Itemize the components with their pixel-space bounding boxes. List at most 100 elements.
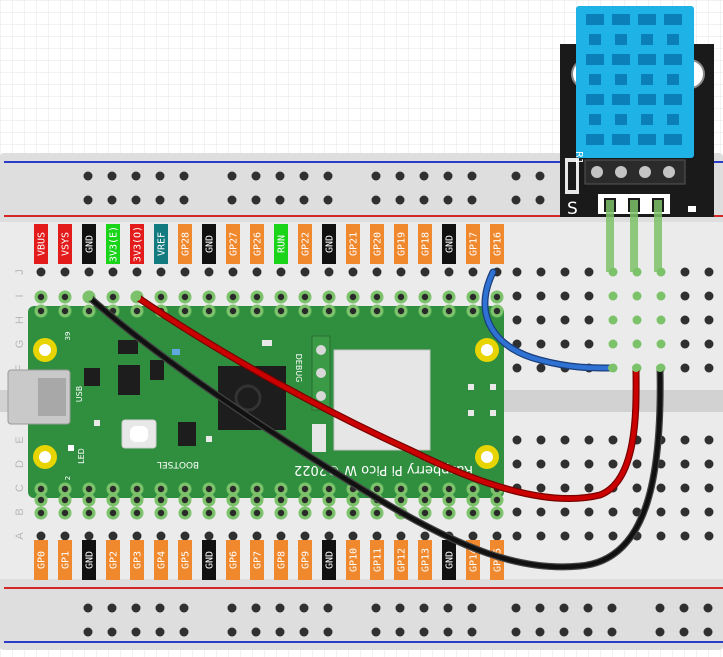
- pico-pin-pad: [154, 506, 168, 520]
- pico-pin-pad: [346, 493, 360, 507]
- pin-label-text: GP11: [373, 548, 384, 572]
- pico-pin-pad: [178, 506, 192, 520]
- sensor-resistor-inner: [568, 162, 576, 190]
- pin-label-text: GND: [445, 235, 456, 253]
- pin-label-bottom: GP10: [346, 540, 360, 580]
- terminal-hole: [536, 483, 546, 493]
- pin-label-bg: [58, 540, 72, 580]
- terminal-hole: [420, 267, 430, 277]
- rail-hole: [535, 195, 545, 205]
- rail-hole: [583, 627, 593, 637]
- terminal-hole: [60, 531, 70, 541]
- pico-pin-pad: [298, 304, 312, 318]
- pin-label-text: VBUS: [37, 232, 48, 256]
- pin-label-top: GND: [442, 224, 456, 264]
- grille-slot: [589, 114, 601, 125]
- pico-pin-pad: [106, 482, 120, 496]
- pico-pin-pad: [466, 290, 480, 304]
- wire-end: [656, 364, 664, 372]
- pico-pin-pad: [178, 304, 192, 318]
- pin-label-bg: [106, 224, 120, 264]
- pico-pin-pad: [106, 290, 120, 304]
- pin-label-bg: [322, 224, 336, 264]
- rail-hole: [227, 195, 237, 205]
- rail-hole: [535, 627, 545, 637]
- chip: [118, 340, 138, 354]
- pico-pin-pad: [58, 290, 72, 304]
- terminal-hole: [608, 507, 618, 517]
- debug-pin: [316, 345, 326, 355]
- pico-pin-pad: [490, 304, 504, 318]
- sensor-leg-vcc: [630, 200, 638, 272]
- terminal-hole: [228, 531, 238, 541]
- terminal-hole: [536, 435, 546, 445]
- grille-slot: [586, 134, 604, 145]
- grille-slot: [586, 14, 604, 25]
- terminal-hole: [132, 267, 142, 277]
- pin-label-bg: [154, 540, 168, 580]
- grille-slot: [667, 74, 679, 85]
- row-letter: C: [14, 484, 26, 492]
- pico-pin-pad: [178, 290, 192, 304]
- pico-pin-pad: [346, 290, 360, 304]
- sensor-pin-head: [591, 166, 603, 178]
- pin-label-bottom: GP9: [298, 540, 312, 580]
- pin-label-bottom: GP7: [250, 540, 264, 580]
- pico-pin-pad: [250, 506, 264, 520]
- grille-slot: [667, 114, 679, 125]
- wires: [85, 268, 664, 571]
- pico-pin-pad: [202, 482, 216, 496]
- terminal-hole: [536, 531, 546, 541]
- pin-label-top: GP22: [298, 224, 312, 264]
- terminal-hole: [512, 315, 522, 325]
- rail-hole: [323, 171, 333, 181]
- terminal-hole: [560, 267, 570, 277]
- rail-hole: [395, 603, 405, 613]
- rail-hole: [131, 171, 141, 181]
- pico-pin-pad: [418, 493, 432, 507]
- rail-hole: [559, 627, 569, 637]
- rail-hole: [131, 603, 141, 613]
- rail-hole: [395, 627, 405, 637]
- pin-label-top: GP27: [226, 224, 240, 264]
- terminal-hole: [372, 267, 382, 277]
- pin-label-top: GP26: [250, 224, 264, 264]
- pin-label-bg: [34, 540, 48, 580]
- pico-pin-pad: [370, 506, 384, 520]
- grille-slot: [612, 94, 630, 105]
- sensor-housing: [576, 6, 694, 158]
- pin-label-bg: [34, 224, 48, 264]
- rail-hole: [703, 603, 713, 613]
- smd-component: [490, 384, 496, 390]
- pin-label-text: GP8: [277, 551, 288, 569]
- pin-label-bottom: GP13: [418, 540, 432, 580]
- pin-label-bg: [226, 540, 240, 580]
- pin-label-text: GP4: [157, 551, 168, 569]
- pico-pin-pad: [106, 506, 120, 520]
- wire-end: [632, 364, 640, 372]
- bootsel-label: BOOTSEL: [157, 459, 199, 469]
- terminal-hole: [60, 267, 70, 277]
- pin-label-bg: [178, 540, 192, 580]
- terminal-hole: [84, 531, 94, 541]
- terminal-hole: [300, 531, 310, 541]
- usb-connector-inner: [38, 378, 66, 416]
- rail-hole: [419, 627, 429, 637]
- rail-hole: [155, 195, 165, 205]
- pico-pin-pad: [106, 493, 120, 507]
- pico-pin-pad: [226, 506, 240, 520]
- terminal-hole: [704, 339, 714, 349]
- pin-label-bg: [130, 540, 144, 580]
- pico-pin-pad: [130, 482, 144, 496]
- grille-slot: [615, 114, 627, 125]
- rail-hole: [443, 603, 453, 613]
- pin-label-bottom: GND: [322, 540, 336, 580]
- pin-label-text: GP28: [181, 232, 192, 256]
- rail-hole: [559, 603, 569, 613]
- terminal-hole: [704, 435, 714, 445]
- rail-hole: [227, 171, 237, 181]
- debug-pin: [316, 391, 326, 401]
- pin-label-bottom: GP12: [394, 540, 408, 580]
- pin-label-bg: [154, 224, 168, 264]
- pico-pin-pad: [298, 506, 312, 520]
